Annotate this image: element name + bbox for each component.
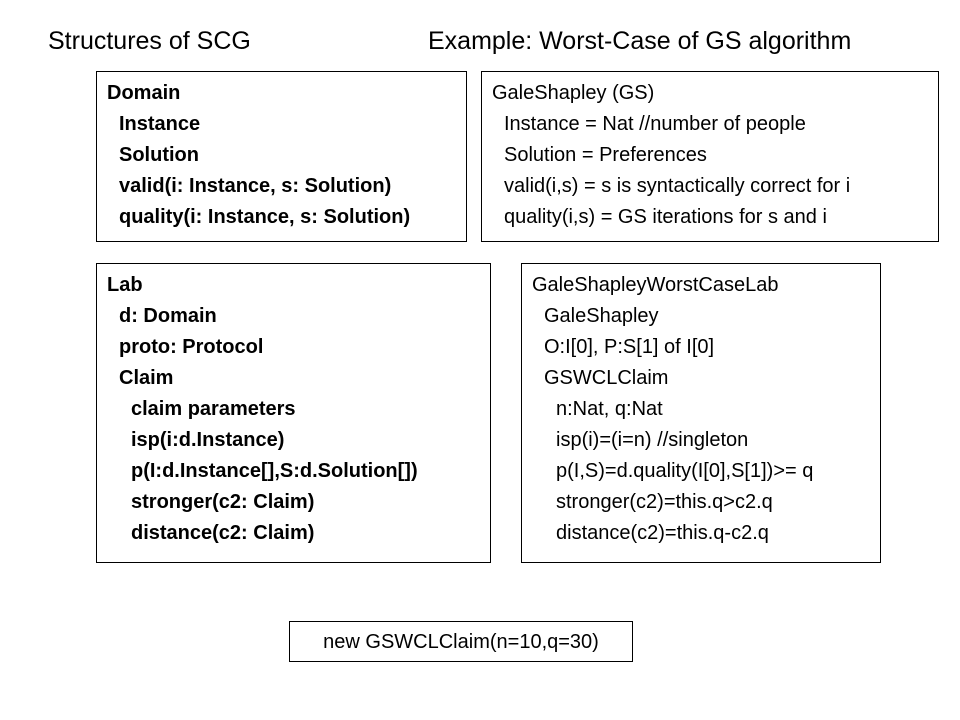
code-line: isp(i:d.Instance) (131, 429, 285, 451)
code-line: p(I:d.Instance[],S:d.Solution[]) (131, 460, 418, 482)
code-line: quality(i: Instance, s: Solution) (119, 206, 411, 228)
code-line: valid(i,s) = s is syntactically correct … (504, 175, 851, 197)
code-line: valid(i: Instance, s: Solution) (119, 175, 392, 197)
code-line: claim parameters (131, 398, 296, 420)
code-line: GaleShapleyWorstCaseLab (532, 274, 779, 296)
instantiation-box: new GSWCLClaim(n=10,q=30) (289, 621, 633, 662)
code-line: Instance = Nat //number of people (504, 113, 806, 135)
code-line: Solution = Preferences (504, 144, 707, 166)
code-line: Instance (119, 113, 201, 135)
code-line: isp(i)=(i=n) //singleton (556, 429, 749, 451)
code-line: d: Domain (119, 305, 217, 327)
code-line: GaleShapley (GS) (492, 82, 655, 104)
page-title-left: Structures of SCG (48, 27, 251, 55)
page-title-right: Example: Worst-Case of GS algorithm (428, 27, 852, 55)
galeshapley-box: GaleShapley (GS) Instance = Nat //number … (481, 71, 939, 242)
code-line: GSWCLClaim (544, 367, 669, 389)
code-line: distance(c2: Claim) (131, 522, 315, 544)
code-line: proto: Protocol (119, 336, 264, 358)
code-line: n:Nat, q:Nat (556, 398, 663, 420)
code-line: quality(i,s) = GS iterations for s and i (504, 206, 827, 228)
code-line: stronger(c2: Claim) (131, 491, 315, 513)
code-line: distance(c2)=this.q-c2.q (556, 522, 769, 544)
code-line: stronger(c2)=this.q>c2.q (556, 491, 773, 513)
code-line: p(I,S)=d.quality(I[0],S[1])>= q (556, 460, 814, 482)
code-line: Solution (119, 144, 199, 166)
code-line: Lab (107, 274, 143, 296)
code-line: Domain (107, 82, 181, 104)
code-line: Claim (119, 367, 174, 389)
instantiation-label: new GSWCLClaim(n=10,q=30) (323, 630, 599, 653)
code-line: GaleShapley (544, 305, 659, 327)
code-line: O:I[0], P:S[1] of I[0] (544, 336, 715, 358)
